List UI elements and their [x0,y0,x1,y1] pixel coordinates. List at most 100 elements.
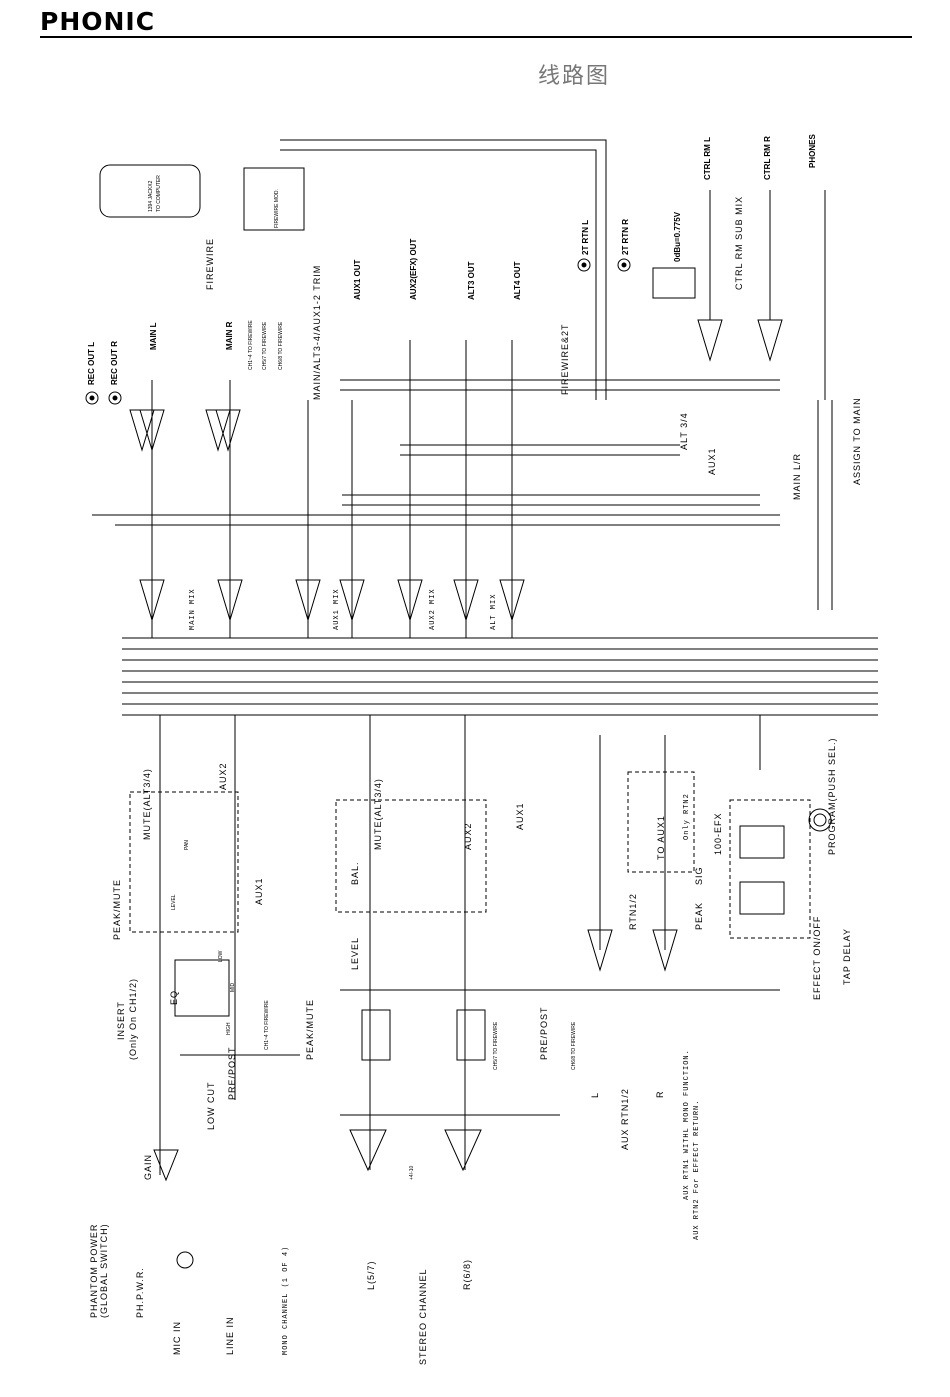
label-l57: L(5/7) [366,1260,376,1290]
label-main-r: MAIN R [225,321,234,350]
rtn-section-box [627,771,695,873]
label-aux-rtn-note1: AUX RTN1 WITHL MONO FUNCTION. [683,1049,691,1200]
amp-main-r [217,579,243,622]
label-low-cut: LOW CUT [206,1082,216,1131]
efx-module-box [729,799,811,939]
label-ch57-firewire-top: CH5/7 TO FIREWIRE [262,321,268,370]
rca-jack-2t-r [617,258,631,272]
label-mid: MID [230,982,236,992]
label-tap-delay: TAP DELAY [842,928,852,985]
label-mono-channel: MONO CHANNEL (1 OF 4) [282,1246,290,1355]
stereo-mute-box [335,799,487,913]
label-high: HIGH [226,1022,232,1035]
label-aux2-efx-out: AUX2(EFX) OUT [409,239,418,300]
firewire-module-box [243,167,305,231]
label-level-mono: LEVEL [171,894,177,910]
label-aux-rtn-note2: AUX RTN2 For EFFECT RETURN. [693,1100,701,1240]
label-efx-100: 100-EFX [713,812,723,855]
label-main-l: MAIN L [149,322,158,350]
label-main-lr: MAIN L/R [792,453,802,500]
mono-mute-box [129,791,239,933]
label-assign-to-main: ASSIGN TO MAIN [852,397,862,485]
label-sig: SIG [694,866,704,885]
label-aux1-box: AUX1 [707,447,717,475]
label-r68: R(6/8) [462,1259,472,1290]
label-phones: PHONES [808,134,817,168]
diagram-labels: PHANTOM POWER (GLOBAL SWITCH) PH.P.W.R. … [87,134,862,1365]
label-ctrl-rm-r: CTRL RM R [763,136,772,180]
label-ieee-jacks: 1394 JACKX2 [148,180,154,212]
program-knob [808,808,832,832]
label-mic-in: MIC IN [172,1321,182,1355]
program-knob-center [813,813,827,827]
label-firewire-mod: FIREWIRE MOD. [274,189,280,228]
header-rule [40,36,912,38]
rca-pin [621,262,627,268]
label-ch68-firewire-top: CH6/8 TO FIREWIRE [278,321,284,370]
rca-jack-rec-l [85,391,99,405]
label-aux1-out: AUX1 OUT [353,259,362,300]
label-to-aux1: TO AUX1 [656,815,666,860]
label-mute-alt-stereo: MUTE(ALT3/4) [373,778,383,850]
label-insert-note: (Only On CH1/2) [128,978,138,1060]
label-ch57-firewire: CH5/7 TO FIREWIRE [493,1021,499,1070]
modules [99,164,811,1061]
reference-level-box [652,267,696,299]
rca-pin [112,395,118,401]
label-2t-rtn-r: 2T RTN R [621,219,630,255]
label-alt-mix: ALT MIX [490,594,498,630]
label-main-alt-trim: MAIN/ALT3-4/AUX1-2 TRIM [312,265,322,400]
label-phantom-power: PHANTOM POWER [89,1224,99,1318]
xlr-mic-jack [176,1251,194,1269]
amp-rtn-r [652,929,678,972]
label-dbu: 0dBu=0.775V [673,211,682,262]
amp-main-out-r2 [205,409,231,452]
amp-aux1-r [339,579,365,622]
label-aux-rtn12: AUX RTN1/2 [620,1088,630,1150]
phonic-logo: PHONIC [40,7,156,36]
label-alt4-out: ALT4 OUT [513,261,522,300]
label-alt3-out: ALT3 OUT [467,261,476,300]
label-level-stereo: LEVEL [350,937,360,970]
label-bal: BAL. [350,861,360,885]
label-ch1-4-firewire-mono: CH1~4 TO FIREWIRE [264,1000,270,1050]
amp-ctrl-l [697,319,723,362]
label-ctrl-rm-l: CTRL RM L [703,137,712,180]
label-effect-on-off: EFFECT ON/OFF [812,916,822,1000]
amplifiers [129,319,783,1182]
eq-box-mono [174,959,230,1017]
label-pre-post-mono: PRE/POST [227,1046,237,1100]
amp-stereo-r [444,1129,482,1172]
amp-alt-l [453,579,479,622]
efx-display-upper [739,825,785,859]
amp-main-l [139,579,165,622]
label-gain: GAIN [143,1154,153,1180]
amp-rtn-l [587,929,613,972]
label-firewire: FIREWIRE [205,238,215,290]
label-ph-pwr: PH.P.W.R. [135,1267,145,1318]
rca-jack-rec-r [108,391,122,405]
label-to-computer: TO COMPUTER [156,175,162,212]
eq-box-stereo-l [361,1009,391,1061]
label-pre-post-stereo: PRE/POST [539,1006,549,1060]
amp-aux1-l [295,579,321,622]
label-2t-rtn-l: 2T RTN L [581,220,590,255]
label-alt-34: ALT 3/4 [679,412,689,450]
amp-stereo-l [349,1129,387,1172]
efx-display-lower [739,881,785,915]
label-global-switch: (GLOBAL SWITCH) [99,1223,109,1318]
label-mute-alt-mono: MUTE(ALT3/4) [142,768,152,840]
ieee1394-jack-box [99,164,201,218]
amp-alt-r [499,579,525,622]
label-program: PROGRAM(PUSH SEL.) [827,737,837,855]
label-l: L [590,1092,600,1098]
label-only-rtn2: Only RTN2 [683,793,691,840]
label-eq: EQ [169,990,179,1005]
label-rec-out-l: REC OUT L [87,342,96,385]
wire [280,139,607,400]
label-aux2-mono: AUX2 [218,762,228,790]
label-insert: INSERT [116,1001,126,1040]
amp-rec-l2 [129,409,155,452]
connectors [85,258,832,1269]
